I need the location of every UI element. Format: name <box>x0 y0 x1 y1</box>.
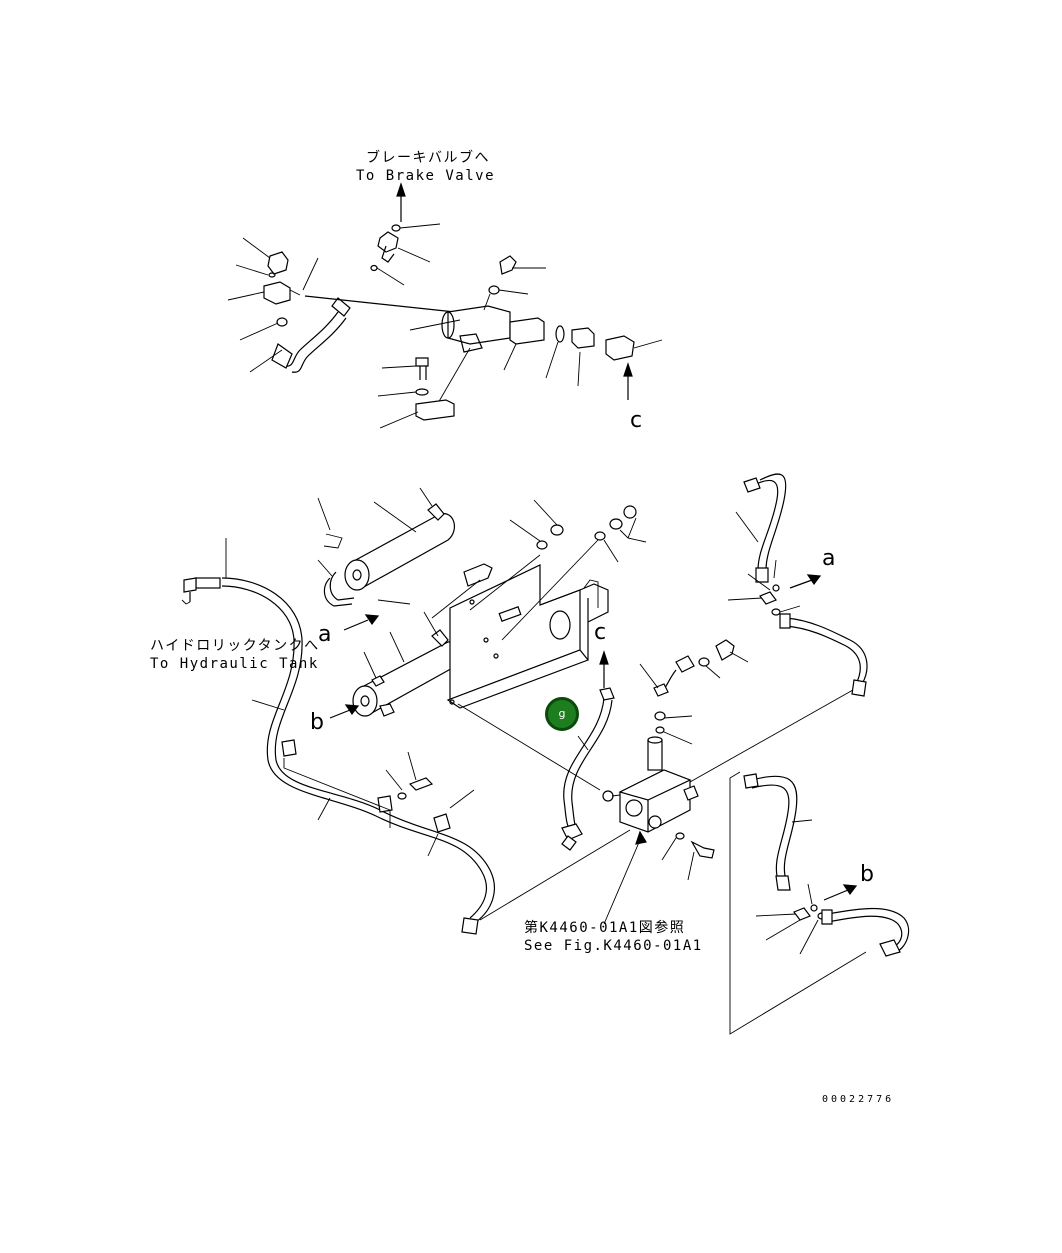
right-lower-hose <box>729 771 910 1035</box>
top-filter-assembly <box>227 182 663 429</box>
see-figure-label-jp: 第K4460-01A1図参照 <box>524 920 686 936</box>
ref-a-left: a <box>318 622 332 647</box>
part-marker-g[interactable]: g <box>545 697 579 731</box>
hydraulic-tank-label-jp: ハイドロリックタンクへ <box>150 638 320 654</box>
ref-b-left: b <box>310 710 324 735</box>
center-hose <box>561 650 615 851</box>
see-figure-label-en: See Fig.K4460-01A1 <box>524 938 703 954</box>
hydraulic-tank-hose <box>181 538 631 935</box>
center-valve <box>602 639 861 925</box>
ref-b-right: b <box>860 862 874 887</box>
right-upper-hose <box>727 473 868 697</box>
ref-c-top: c <box>630 408 643 433</box>
brake-valve-label-en: To Brake Valve <box>356 168 496 184</box>
ref-a-right: a <box>822 546 836 571</box>
brake-valve-label-jp: ブレーキバルブへ <box>366 150 490 166</box>
mounting-bracket <box>431 499 647 791</box>
ref-c-mid: c <box>594 620 607 645</box>
document-id: 00022776 <box>822 1094 895 1105</box>
hydraulic-tank-label-en: To Hydraulic Tank <box>150 656 319 672</box>
accumulator-upper <box>317 487 456 631</box>
